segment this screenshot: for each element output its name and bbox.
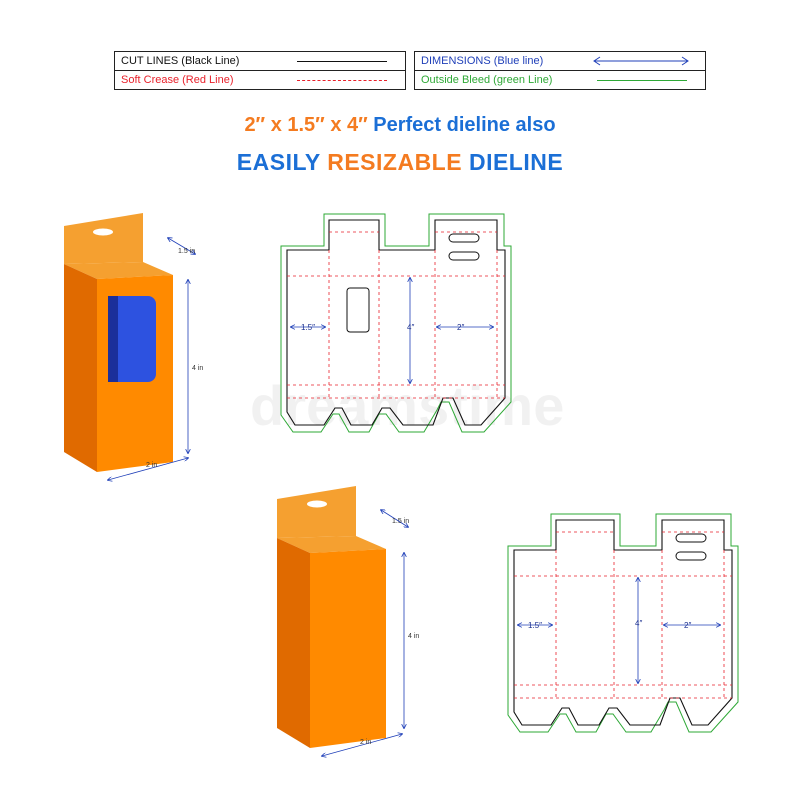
dieline2-crease-lines — [514, 531, 732, 699]
legend-left: CUT LINES (Black Line) Soft Crease (Red … — [114, 51, 406, 90]
box2-hang-tab — [277, 486, 356, 538]
headline-perfect: Perfect dieline also — [373, 114, 556, 136]
watermark: dreamstime — [250, 374, 564, 437]
dieline2-bleed — [507, 513, 739, 733]
box2-width-label: 2 in — [360, 739, 371, 746]
dieline2-hang-slot-b — [675, 551, 707, 561]
box-plain-3d — [277, 486, 386, 748]
dieline2-side-label: 1.5″ — [528, 621, 542, 630]
legend-outside-bleed-label: Outside Bleed (green Line) — [421, 74, 553, 86]
box2-hang-hole — [307, 500, 327, 508]
bleed-line-sample — [597, 79, 687, 81]
cut-line-sample — [297, 60, 387, 62]
legend-right: DIMENSIONS (Blue line) Outside Bleed (gr… — [414, 51, 706, 90]
legend-cut-lines-label: CUT LINES (Black Line) — [121, 55, 240, 67]
box2-top-face — [277, 536, 386, 553]
box2-side-face — [310, 549, 386, 748]
legend-soft-crease-label: Soft Crease (Red Line) — [121, 74, 234, 86]
box1-height-label: 4 in — [192, 365, 203, 372]
box2-height-label: 4 in — [408, 633, 419, 640]
legend-dimensions-label: DIMENSIONS (Blue line) — [421, 55, 544, 67]
box1-window-shade — [108, 296, 118, 382]
dieline1-hang-slot-a — [448, 233, 480, 243]
box1-hang-tab — [64, 213, 143, 264]
headline-dimensions: 2″ x 1.5″ x 4″ — [244, 114, 368, 136]
dieline1-bleed — [280, 213, 512, 433]
box-with-window-3d — [64, 213, 173, 472]
headline-easily: EASILY — [236, 149, 321, 175]
box1-window — [108, 296, 156, 382]
dieline1-crease-lines — [287, 231, 505, 399]
headline-size: 2″ x 1.5″ x 4″ Perfect dieline also — [0, 114, 800, 137]
legend-soft-crease: Soft Crease (Red Line) — [115, 71, 405, 89]
box1-width-label: 2 in — [146, 462, 157, 469]
dieline1-cut-outline — [286, 219, 506, 426]
dieline1-front-label: 2″ — [457, 323, 464, 332]
headline-resizable: EASILY RESIZABLE DIELINE — [0, 149, 800, 176]
dieline-2: 1.5″ 4″ 2″ — [507, 513, 739, 733]
crease-line-sample — [297, 79, 387, 81]
legend-dimensions: DIMENSIONS (Blue line) — [415, 52, 705, 71]
box1-front-face — [64, 264, 97, 472]
dieline1-window — [346, 287, 370, 333]
box1-top-face — [64, 262, 173, 279]
headline-resizable-word: RESIZABLE — [327, 149, 463, 175]
box2-dimensions: 1.5 in 4 in 2 in — [322, 510, 419, 756]
dimension-line-sample — [593, 56, 689, 66]
dieline2-cut-outline — [513, 519, 733, 726]
box1-dimensions: 1.5 in 4 in 2 in — [108, 238, 203, 480]
box1-depth-label: 1.5 in — [178, 248, 195, 255]
dieline2-front-label: 2″ — [684, 621, 691, 630]
dieline1-side-label: 1.5″ — [301, 323, 315, 332]
box2-depth-label: 1.5 in — [392, 518, 409, 525]
dieline1-hang-slot-b — [448, 251, 480, 261]
box2-front-face — [277, 538, 310, 748]
headline-dieline-word: DIELINE — [468, 149, 564, 175]
legend-cut-lines: CUT LINES (Black Line) — [115, 52, 405, 71]
dieline2-height-label: 4″ — [635, 619, 642, 628]
dieline1-height-label: 4″ — [407, 323, 414, 332]
legend-outside-bleed: Outside Bleed (green Line) — [415, 71, 705, 89]
dieline2-hang-slot-a — [675, 533, 707, 543]
dieline-1: 1.5″ 4″ 2″ — [280, 213, 512, 433]
box1-hang-hole — [93, 228, 113, 236]
